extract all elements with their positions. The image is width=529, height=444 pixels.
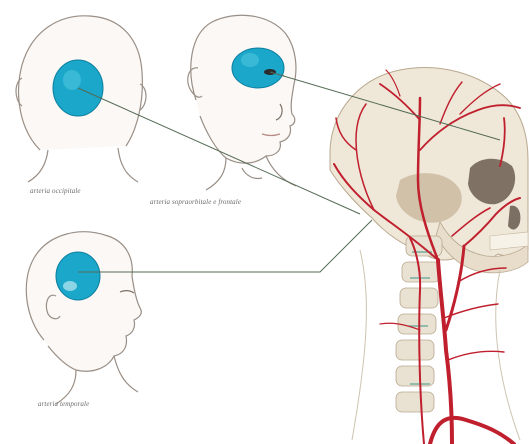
pain-zone-temporal: [56, 252, 100, 300]
caption-supraorbital-frontal-artery: arteria sopraorbitale e frontale: [150, 198, 241, 206]
branch-neck-a: [448, 351, 504, 360]
pain-zone-supraorbital: [232, 48, 284, 88]
pain-zone-supraorbital-highlight: [241, 53, 259, 67]
arch-artery: [430, 418, 514, 444]
skull-anatomy: [330, 68, 528, 444]
pain-zone-temporal-highlight: [63, 281, 77, 291]
pain-zone-occipital-highlight: [63, 70, 81, 90]
head-front-view: [188, 15, 296, 190]
caption-occipital-artery: arteria occipitale: [30, 187, 81, 195]
caption-temporal-artery: arteria temporale: [38, 400, 89, 408]
